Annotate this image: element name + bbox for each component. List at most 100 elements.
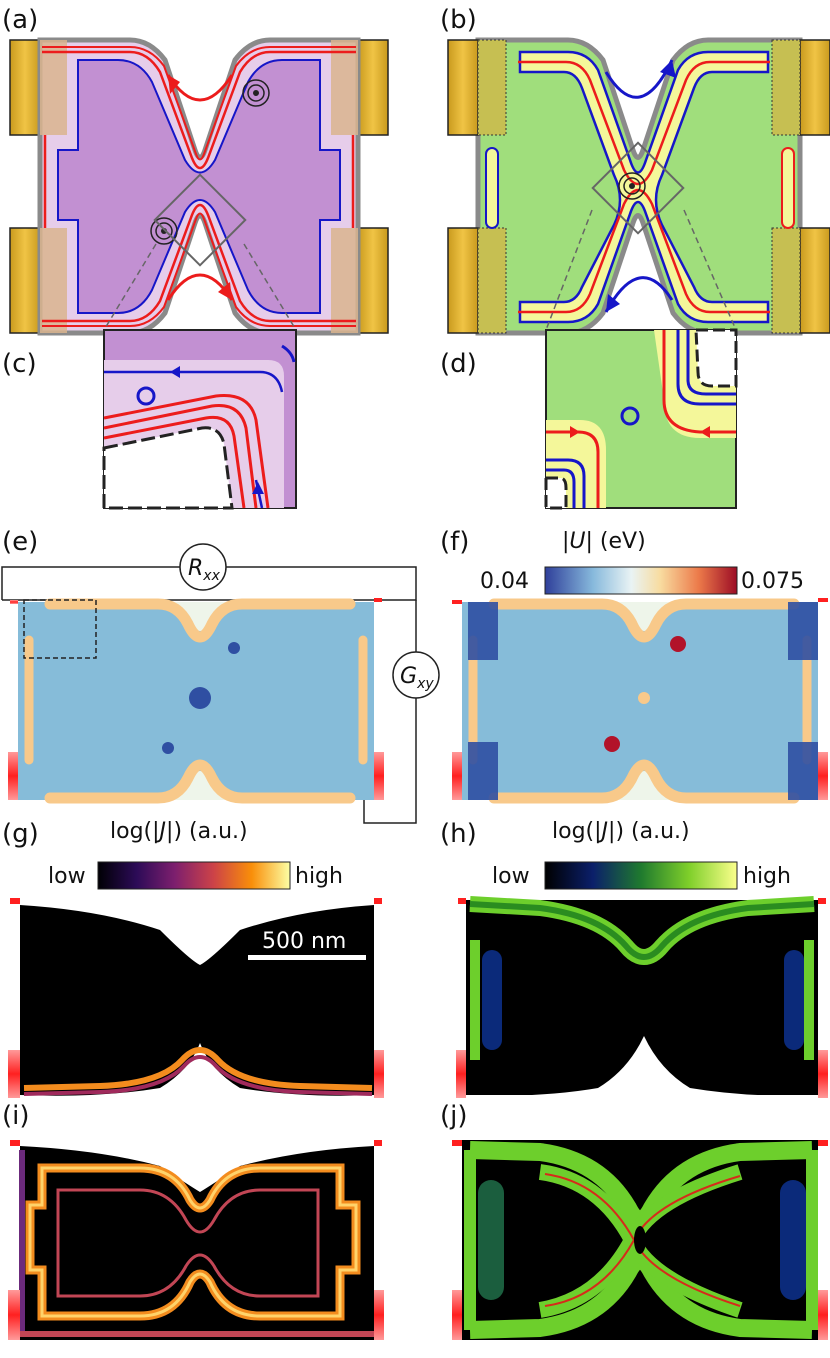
zoom-guide (103, 243, 157, 331)
circuit-wire (1, 566, 180, 600)
contact-region (331, 40, 358, 135)
contact-right-top (357, 39, 389, 136)
zoom-guide (545, 209, 593, 331)
lead-marker (452, 600, 462, 604)
potential-minimum (228, 642, 240, 654)
arrow-head (660, 60, 676, 78)
current-colorbar-high-right: high (743, 864, 791, 889)
arrow-head (570, 426, 580, 438)
current-vortex-region (780, 1180, 806, 1300)
current-vortex-region (482, 950, 502, 1050)
potential-edge (44, 759, 356, 804)
circuit-wire (2, 566, 417, 601)
panel-a-schematic (9, 37, 389, 336)
panel-label-j: (j) (440, 1101, 468, 1131)
potential-peak (638, 692, 650, 704)
contact-region (477, 227, 507, 334)
lead-marker (818, 752, 828, 800)
potential-contact-low (788, 602, 818, 660)
panel-j-current (452, 1140, 828, 1340)
edge-channel-blue (281, 344, 296, 363)
current-colorbar-title-right: log(|J|) (a.u.) (552, 819, 690, 844)
current-colorbar-title-left: log(|J|) (a.u.) (110, 819, 248, 844)
arrow-head (218, 282, 232, 300)
edge-channel-blue (686, 330, 736, 396)
lead-marker (374, 1050, 384, 1098)
potential-contact-low (788, 742, 818, 800)
edge-channel-red (518, 188, 770, 314)
scalebar (248, 955, 366, 960)
arrow-head (606, 294, 620, 312)
current-flow (56, 1188, 320, 1298)
bulk-region (57, 59, 341, 314)
current-map (466, 900, 818, 1096)
lead-marker (374, 1290, 384, 1340)
lead-marker (10, 600, 18, 604)
arrow-head (168, 75, 180, 94)
lead-marker (452, 1290, 462, 1340)
lead-marker (10, 1140, 20, 1146)
lead-marker (374, 598, 382, 602)
contact-left-top (9, 39, 41, 136)
edge-strip (485, 147, 499, 229)
current-flow (538, 1164, 743, 1318)
lead-marker (818, 598, 828, 602)
zoom-guide (243, 243, 297, 331)
vacuum-region (466, 1095, 818, 1100)
current-colorbar-low-right: low (492, 864, 530, 889)
contact-right-top (799, 39, 830, 136)
current-vortex-region (784, 950, 804, 1050)
contact-region (771, 39, 801, 136)
current-colorbar-high-left: high (295, 864, 343, 889)
lead-marker (818, 1050, 828, 1098)
lead-marker (10, 898, 20, 904)
lead-marker (8, 1290, 20, 1340)
lead-marker (456, 1050, 466, 1098)
vortex-icon (242, 79, 270, 107)
potential-edge (44, 598, 356, 643)
zoom-guide (683, 209, 737, 331)
gxy-label: Gxy (400, 664, 434, 692)
edge-channel-red (42, 50, 356, 170)
vortex-marker (620, 406, 640, 426)
circuit-wire (363, 698, 417, 824)
potential-edge (488, 598, 800, 643)
edge-channel-blue (676, 330, 736, 406)
potential-colorbar-title: |U| (eV) (562, 529, 646, 554)
lead-marker (452, 752, 462, 800)
edge-channel-red (662, 330, 736, 434)
potential-peak (670, 636, 686, 652)
contact-left-bottom (447, 227, 479, 334)
potential-minimum (162, 742, 174, 754)
arrow-head (170, 366, 180, 378)
panel-g-current: log(|J|) (a.u.) low high 500 nm (8, 819, 384, 1098)
vortex-icon (618, 172, 646, 200)
contact-region (331, 228, 358, 333)
potential-colorbar (544, 566, 738, 595)
panel-label-i: (i) (2, 1101, 30, 1131)
contact-left-bottom (9, 227, 41, 334)
current-vortex-region (478, 1180, 504, 1300)
current-colorbar-low-left: low (48, 864, 86, 889)
panel-h-current: log(|J|) (a.u.) low high (456, 819, 828, 1100)
edge-channel-blue (546, 458, 586, 508)
potential-colorbar-min: 0.04 (480, 569, 529, 594)
vacuum-region (694, 328, 738, 388)
vacuum-region (20, 1140, 374, 1192)
panel-label-a: (a) (2, 5, 38, 35)
potential-peak (604, 736, 620, 752)
panel-i-current (8, 1140, 384, 1340)
lead-marker (818, 1290, 828, 1340)
contact-region (771, 227, 801, 334)
contact-region (477, 39, 507, 136)
edge-channel-red (103, 415, 246, 509)
edge-channel-red (42, 46, 356, 161)
lead-marker (818, 1140, 828, 1146)
lead-marker (8, 752, 18, 800)
panel-e-potential: Rxx Gxy (1, 543, 440, 824)
panel-c-zoom (102, 329, 297, 510)
panel-label-d: (d) (440, 349, 477, 379)
vacuum-region (544, 476, 568, 510)
edge-channel-red (42, 203, 356, 323)
